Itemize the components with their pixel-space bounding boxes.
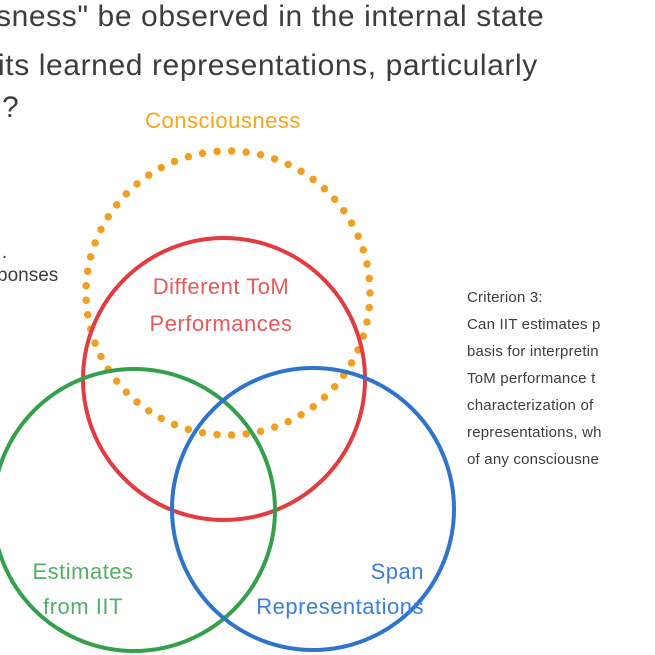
criterion3-line: Can IIT estimates p	[467, 316, 601, 333]
iit-estimates-label: Estimates from IIT	[32, 554, 133, 624]
tom-label-line-1: Different ToM	[152, 274, 290, 299]
tom-performances-label: Different ToM Performances	[150, 268, 293, 342]
left-text-fragment-1: .	[2, 242, 8, 263]
span-label-line-2: Representations	[256, 594, 424, 619]
criterion3-line: ToM performance t	[467, 370, 596, 387]
criterion3-text: Criterion 3: Can IIT estimates p basis f…	[467, 284, 602, 473]
left-text-fragment-2: ponses	[0, 265, 59, 286]
criterion3-line: representations, wh	[467, 424, 602, 441]
question-text-line-1: sness" be observed in the internal state	[0, 0, 545, 33]
criterion3-line: basis for interpretin	[467, 343, 599, 360]
criterion3-line: Criterion 3:	[467, 289, 543, 306]
iit-label-line-1: Estimates	[32, 559, 134, 584]
question-text-line-3: ?	[2, 91, 20, 124]
criterion3-line: characterization of	[467, 397, 594, 414]
iit-estimates-circle	[0, 367, 277, 653]
span-representations-circle	[170, 366, 456, 652]
question-text-line-2: its learned representations, particularl…	[0, 49, 538, 82]
consciousness-circle	[82, 147, 374, 439]
tom-label-line-2: Performances	[149, 311, 293, 336]
consciousness-label: Consciousness	[145, 108, 301, 133]
criterion3-line: of any consciousne	[467, 451, 600, 468]
span-label-line-1: Span	[370, 559, 424, 584]
iit-label-line-2: from IIT	[43, 594, 123, 619]
span-representations-label: Span Representations	[256, 554, 424, 624]
